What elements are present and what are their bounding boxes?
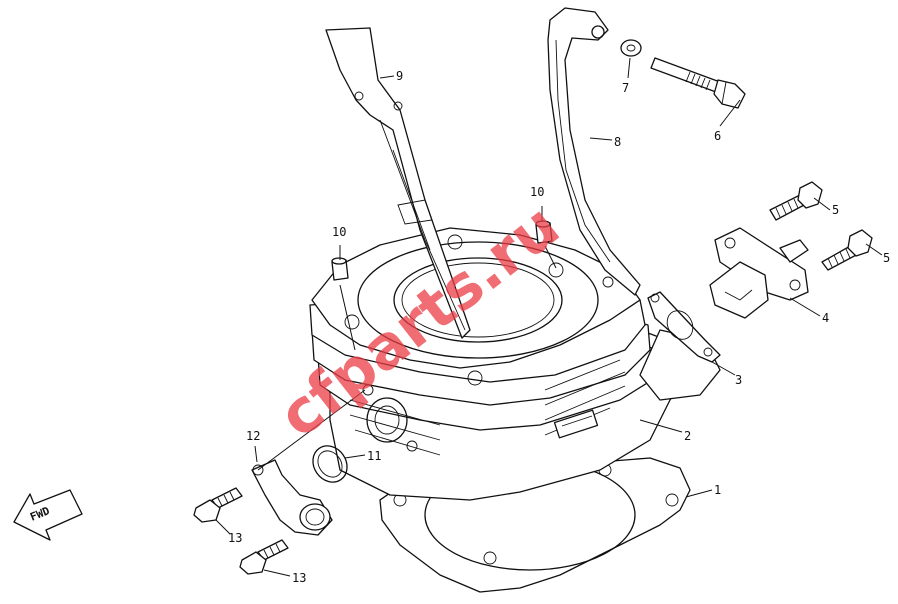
callout-11: 11 [367, 449, 381, 463]
tensioner-arm [547, 7, 641, 296]
elbow-bolt-upper [193, 487, 243, 523]
chain-tensioner [709, 227, 809, 319]
callout-9: 9 [396, 69, 403, 83]
o-ring [312, 445, 348, 483]
forward-arrow-icon: FWD [13, 489, 83, 541]
callout-12: 12 [246, 429, 260, 443]
elbow-bolt-lower [239, 539, 289, 575]
callout-13-upper: 13 [228, 531, 242, 545]
washer [620, 39, 642, 57]
tensioner-bolt-lower [821, 229, 873, 271]
callout-8: 8 [614, 135, 621, 149]
callout-5-lower: 5 [883, 251, 890, 265]
tensioner-gasket [647, 291, 721, 363]
callout-10-right: 10 [530, 185, 544, 199]
callout-2: 2 [684, 429, 691, 443]
dowel-pin-left [331, 257, 349, 281]
tensioner-bolt-upper [769, 181, 823, 221]
callouts: 1 2 3 4 5 5 6 7 8 9 10 10 11 12 13 13 [228, 69, 890, 585]
callout-3: 3 [735, 373, 742, 387]
long-bolt [650, 57, 746, 109]
callout-10-left: 10 [332, 225, 346, 239]
callout-13-lower: 13 [292, 571, 306, 585]
leader-lines [215, 57, 883, 577]
callout-1: 1 [714, 483, 721, 497]
callout-6: 6 [714, 129, 721, 143]
callout-7: 7 [622, 81, 629, 95]
chain-guide [325, 27, 471, 339]
callout-4: 4 [822, 311, 829, 325]
callout-5-upper: 5 [832, 203, 839, 217]
water-elbow [251, 459, 333, 536]
dowel-pin-right [535, 220, 553, 244]
